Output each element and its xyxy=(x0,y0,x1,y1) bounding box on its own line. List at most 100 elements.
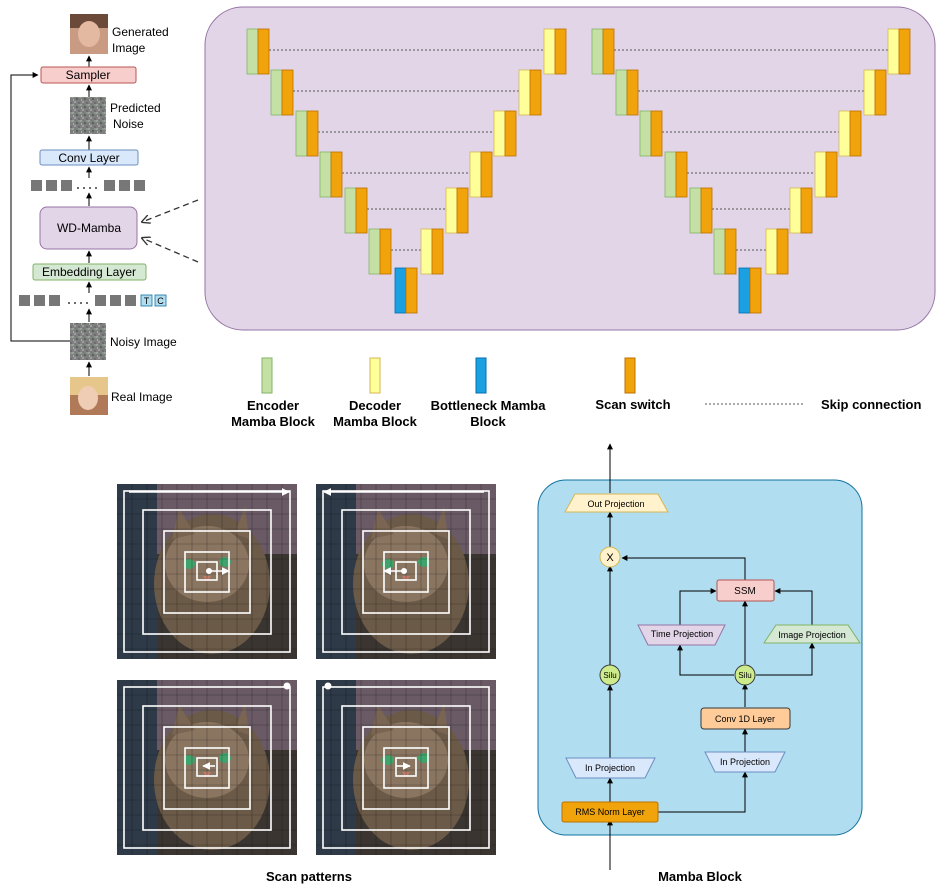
scan-pattern-3 xyxy=(116,679,298,856)
mamba-block: Out Projection X SSM Time Projection Ima… xyxy=(537,443,863,884)
encoder-block xyxy=(664,151,677,198)
scan-patterns-caption: Scan patterns xyxy=(266,869,352,884)
encoder-block xyxy=(639,110,652,157)
silu-left-node xyxy=(599,664,621,686)
real-image xyxy=(70,377,108,415)
out-projection-label: Out Projection xyxy=(587,499,644,509)
in-projection-left-label: In Projection xyxy=(585,763,635,773)
token-c: C xyxy=(157,296,164,306)
decoder-block xyxy=(445,187,458,234)
image-projection-label: Image Projection xyxy=(778,630,846,640)
scan-switch-block xyxy=(281,69,294,116)
encoder-block xyxy=(295,110,308,157)
ssm-label: SSM xyxy=(734,586,756,597)
image-projection-box xyxy=(763,624,861,644)
embedding-layer-box xyxy=(32,263,147,281)
scan-switch-block xyxy=(306,110,319,157)
encoder-block xyxy=(270,69,283,116)
encoder-block xyxy=(713,228,726,275)
decoder-block xyxy=(543,28,556,75)
wd-mamba-label: WD-Mamba xyxy=(57,221,121,235)
scan-switch-block xyxy=(330,151,343,198)
scan-switch-block xyxy=(849,110,862,157)
time-projection-label: Time Projection xyxy=(651,629,713,639)
decoder-block xyxy=(493,110,506,157)
dashed-arrow-bottom xyxy=(142,238,199,263)
legend-skip-label: Skip connection xyxy=(821,397,921,412)
conv-layer-box xyxy=(39,149,139,166)
decoder-block xyxy=(863,69,876,116)
generated-image-label: Generated Image xyxy=(112,25,172,55)
scan-patterns: Scan patterns xyxy=(116,483,497,884)
unet-blocks xyxy=(246,28,911,314)
ssm-box xyxy=(716,579,775,602)
noisy-image xyxy=(70,323,106,360)
mamba-block-caption: Mamba Block xyxy=(658,869,743,884)
decoder-block xyxy=(765,228,778,275)
multiply-label: X xyxy=(606,552,614,564)
encoder-block xyxy=(615,69,628,116)
encoder-block xyxy=(246,28,259,75)
silu-right-label: Silu xyxy=(738,671,751,680)
scan-switch-block xyxy=(700,187,713,234)
legend-decoder-swatch xyxy=(369,357,381,394)
real-image-label: Real Image xyxy=(111,390,173,404)
loop-connector xyxy=(10,72,70,342)
encoder-block xyxy=(591,28,604,75)
decoder-block xyxy=(814,151,827,198)
scan-switch-block xyxy=(650,110,663,157)
encoder-block xyxy=(344,187,357,234)
mamba-panel xyxy=(537,479,863,836)
embedding-layer-label: Embedding Layer xyxy=(42,265,136,279)
encoder-block xyxy=(368,228,381,275)
decoder-block xyxy=(420,228,433,275)
decoder-block xyxy=(518,69,531,116)
dashed-arrow-top xyxy=(142,199,199,222)
scan-switch-block xyxy=(431,228,444,275)
conv-layer-label: Conv Layer xyxy=(58,151,119,165)
scan-switch-block xyxy=(776,228,789,275)
multiply-node xyxy=(599,546,621,568)
scan-switch-block xyxy=(825,151,838,198)
decoder-block xyxy=(838,110,851,157)
token-t: T xyxy=(144,296,150,306)
in-projection-right-box xyxy=(704,751,786,773)
token-row-top xyxy=(31,180,145,191)
wd-mamba-box xyxy=(39,206,138,250)
scan-switch-block xyxy=(355,187,368,234)
scan-switch-block xyxy=(800,187,813,234)
scan-switch-block xyxy=(626,69,639,116)
bottleneck-block xyxy=(738,267,751,314)
noisy-image-label: Noisy Image xyxy=(110,335,177,349)
scan-switch-block xyxy=(898,28,911,75)
scan-switch-block xyxy=(724,228,737,275)
scan-switch-block xyxy=(529,69,542,116)
sampler-label: Sampler xyxy=(66,68,111,82)
scan-switch-block xyxy=(675,151,688,198)
rms-norm-box xyxy=(561,801,659,823)
scan-switch-block xyxy=(405,267,418,314)
scan-switch-block xyxy=(554,28,567,75)
scan-switch-block xyxy=(379,228,392,275)
decoder-block xyxy=(469,151,482,198)
time-projection-box xyxy=(637,624,726,646)
legend-scan-switch-label: Scan switch xyxy=(595,397,670,412)
decoder-block xyxy=(789,187,802,234)
predicted-noise-image xyxy=(70,97,106,134)
rms-norm-label: RMS Norm Layer xyxy=(575,807,645,817)
generated-image xyxy=(70,14,108,54)
scan-switch-block xyxy=(504,110,517,157)
silu-left-label: Silu xyxy=(603,671,616,680)
scan-pattern-1 xyxy=(116,483,298,660)
legend-scan-switch-swatch xyxy=(624,357,636,394)
encoder-block xyxy=(319,151,332,198)
decoder-block xyxy=(887,28,900,75)
conv1d-label: Conv 1D Layer xyxy=(715,714,775,724)
in-projection-right-label: In Projection xyxy=(720,757,770,767)
conv1d-box xyxy=(700,707,791,730)
